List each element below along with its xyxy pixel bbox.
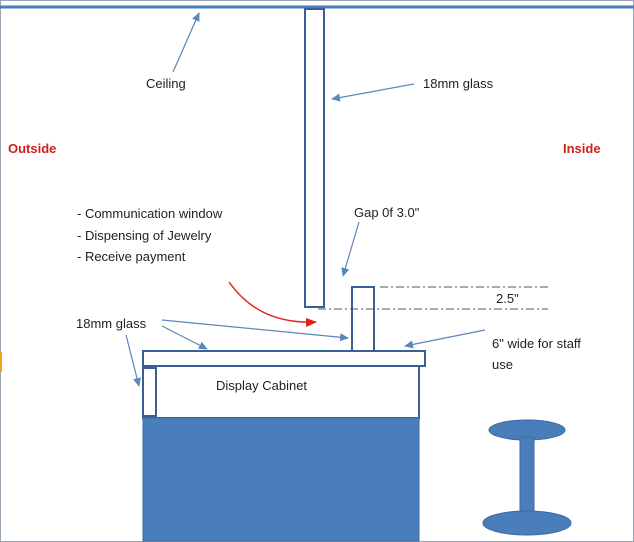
display-cabinet — [142, 365, 420, 419]
ceiling-label: Ceiling — [146, 76, 186, 91]
window-item-dispensing: - Dispensing of Jewelry — [77, 228, 212, 243]
staff-label-line1: 6" wide for staff — [492, 336, 581, 351]
cabinet-front-glass — [142, 367, 157, 417]
staff-arrow — [404, 329, 486, 349]
gap-arrow — [341, 221, 360, 277]
glass-top-label: 18mm glass — [423, 76, 494, 91]
glass-top-arrow — [331, 83, 415, 102]
stool-base — [482, 510, 572, 536]
glass-to-stub-arrow — [161, 319, 349, 342]
window-item-payment: - Receive payment — [77, 249, 186, 264]
inside-label: Inside — [563, 141, 601, 156]
ceiling-arrow — [172, 12, 200, 73]
communication-curve-arrow — [228, 281, 317, 327]
outside-label: Outside — [8, 141, 56, 156]
window-item-communication: - Communication window — [77, 206, 223, 221]
glass-left-label: 18mm glass — [76, 316, 147, 331]
staff-label-line2: use — [492, 357, 513, 372]
cabinet-label: Display Cabinet — [216, 378, 307, 393]
left-edge-marker — [0, 352, 2, 372]
gap-label: Gap 0f 3.0" — [354, 205, 420, 220]
cabinet-base — [142, 417, 420, 542]
overhead-glass-pane — [304, 8, 325, 308]
glass-to-counter-arrow — [161, 325, 208, 350]
measure-label: 2.5" — [496, 291, 519, 306]
glass-to-cabinet-arrow — [125, 334, 141, 387]
stool-post — [519, 436, 535, 524]
counter-glass-stub — [351, 286, 375, 352]
counter-top — [142, 350, 426, 367]
